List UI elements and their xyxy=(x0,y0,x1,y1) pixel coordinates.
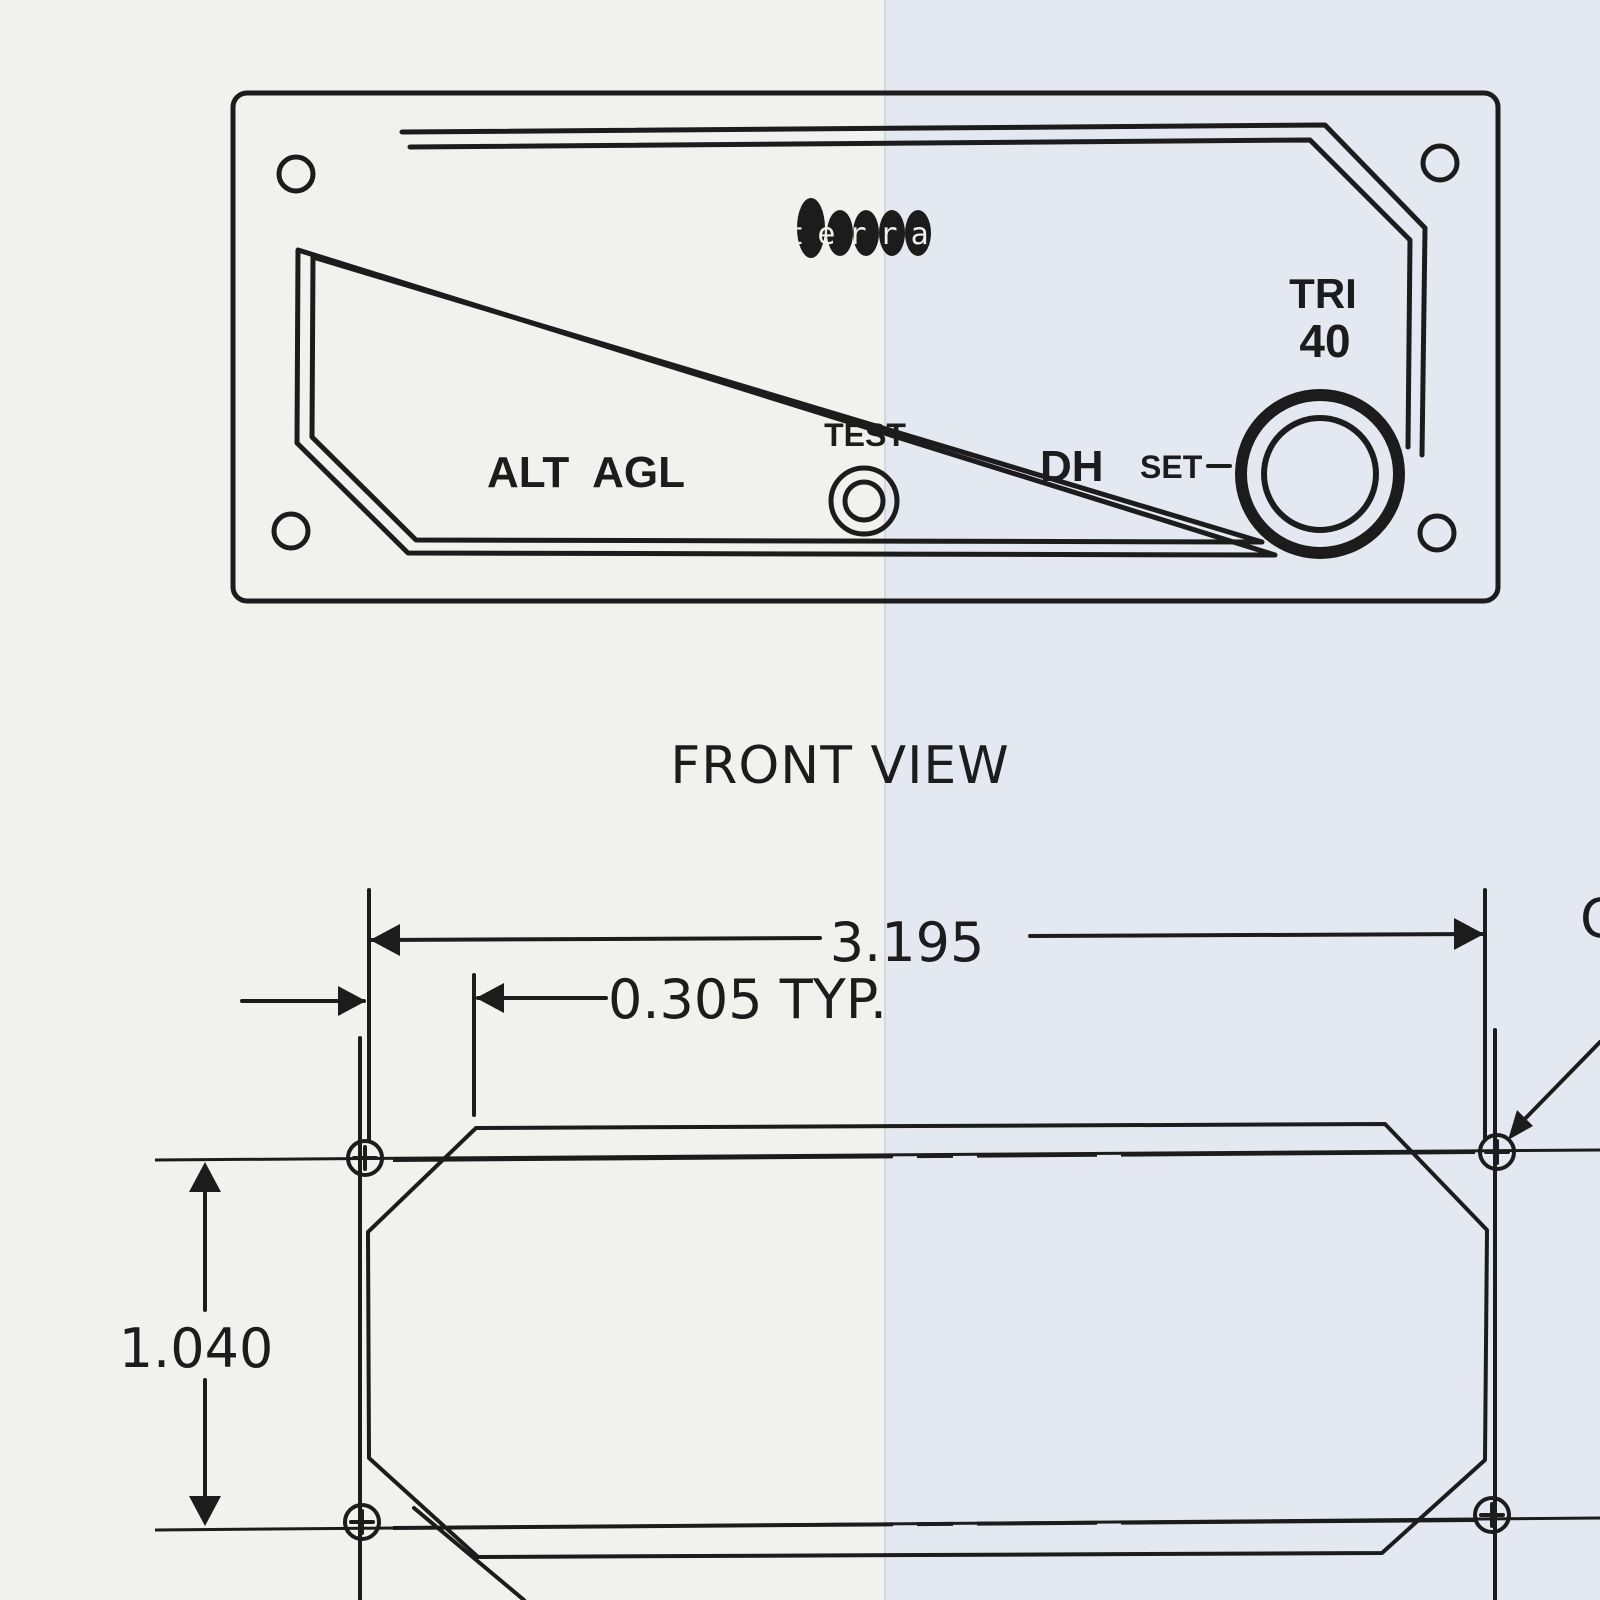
arrowhead xyxy=(189,1162,221,1192)
bezel-inner xyxy=(309,137,1413,545)
hole-marker-bottom-left xyxy=(343,1503,381,1541)
mounting-hole-top-right xyxy=(1420,143,1460,183)
panel-outline xyxy=(230,90,1501,604)
paper-right-half xyxy=(885,0,1600,1600)
arrowhead xyxy=(476,983,504,1013)
width-dim-line-left xyxy=(370,936,822,942)
width-dimension: 3.195 xyxy=(830,911,985,974)
hole-marker-bottom-right xyxy=(1473,1496,1511,1534)
arrowhead xyxy=(370,924,400,956)
hole-marker-top-left xyxy=(346,1139,384,1177)
arrowhead xyxy=(189,1496,221,1526)
set-label: SET xyxy=(1140,449,1203,485)
alt-agl-label: ALT AGL xyxy=(487,448,685,497)
model-label-line1: TRI xyxy=(1289,270,1357,317)
test-label: TEST xyxy=(824,417,906,453)
front-view-panel: terra TRI 40 ALT AGL TEST DH SET xyxy=(230,90,1501,604)
width-dim-line-right xyxy=(1028,932,1484,938)
edge-label-fragment: C xyxy=(1580,887,1600,950)
height-dimension: 1.040 xyxy=(119,1317,274,1380)
mounting-hole-bottom-left xyxy=(271,511,311,551)
terra-logo-icon xyxy=(797,198,931,258)
hole-centerline-bottom xyxy=(392,1518,1476,1530)
hole-centerline-top xyxy=(392,1150,1476,1162)
arrowhead xyxy=(338,986,366,1016)
paper-left-half xyxy=(0,0,885,1600)
arrowhead xyxy=(1508,1110,1533,1140)
leader-line xyxy=(1514,1040,1600,1130)
arrowhead xyxy=(1454,918,1484,950)
logo-text: terra xyxy=(786,217,941,252)
mounting-hole-bottom-right xyxy=(1417,513,1457,553)
test-button[interactable] xyxy=(828,465,900,537)
cutout-outline xyxy=(366,1122,1489,1559)
model-label-line2: 40 xyxy=(1299,315,1350,367)
front-view-caption: FRONT VIEW xyxy=(670,736,1009,796)
dh-set-knob[interactable] xyxy=(1234,388,1406,560)
cutout-drawing: 3.195 0.305 TYP. xyxy=(119,887,1600,1600)
offset-dimension: 0.305 TYP. xyxy=(608,968,887,1031)
mounting-hole-top-left xyxy=(276,154,316,194)
diagonal-line xyxy=(412,1506,526,1600)
hole-marker-top-right xyxy=(1478,1133,1516,1171)
dh-label: DH xyxy=(1040,442,1104,491)
